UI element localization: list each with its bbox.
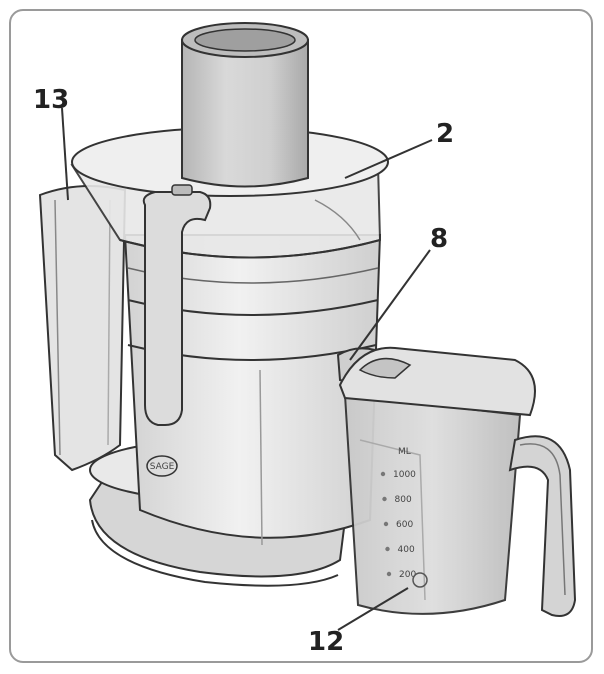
jug-mark-dot [380,471,386,477]
jug-mark-dot [385,546,390,552]
feed-tube [181,22,309,188]
juice-jug: ML 1000 800 600 400 200 [338,346,577,617]
jug-mark-label: 800 [395,495,412,505]
leader-line-13 [61,107,69,201]
jug-mark-dot [386,571,392,577]
jug-mark-dot [383,521,389,527]
jug-measurement-marks: 1000 800 600 400 200 [380,470,416,580]
callout-2: 2 [436,119,454,149]
callout-12: 12 [308,627,344,657]
jug-mark-label: 1000 [393,470,416,480]
brand-badge [146,455,178,477]
leader-line-2 [344,139,433,179]
jug-handle [508,435,577,617]
brand-label: SAGE [150,462,175,472]
jug-mark-label: 200 [399,570,416,580]
jug-mark-dot [382,496,387,502]
callout-13: 13 [33,85,69,115]
callout-8: 8 [430,224,448,254]
jug-unit-label: ML [398,447,411,457]
locking-arm [142,184,212,426]
jug-mark-label: 600 [396,520,413,530]
leader-line-8 [349,249,431,361]
leader-lines [61,107,433,631]
pulp-container [38,185,127,472]
leader-line-12 [337,587,409,631]
jug-mark-label: 400 [398,545,415,555]
